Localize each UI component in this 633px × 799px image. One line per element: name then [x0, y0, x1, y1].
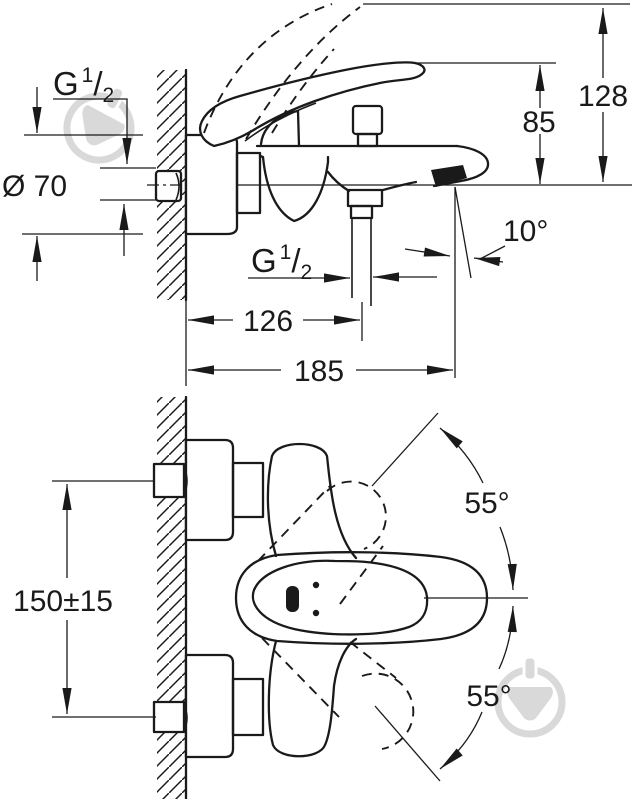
side-view-drawing	[147, 3, 632, 306]
dimension-lines	[22, 3, 630, 782]
watermark-trowel-icon	[63, 85, 135, 164]
spout-angle-dim-label: 10°	[503, 215, 548, 248]
spout-height-dim-label: 85	[522, 106, 555, 139]
overall-height-dim-label: 128	[578, 80, 628, 113]
connection-centers-dim-label: 150±15	[13, 585, 113, 618]
diverter-knob	[351, 104, 384, 136]
front-view-drawing	[152, 438, 489, 759]
handle-rotated-dashed	[257, 480, 415, 750]
watermark-trowel-icon	[494, 655, 566, 738]
lever-handle-raised-dashed	[203, 3, 361, 140]
wall-union-nut-upper	[152, 462, 186, 499]
escutcheon-diameter-label: Ø 70	[2, 170, 67, 203]
shower-outlet-flange	[346, 188, 384, 208]
wall-to-outlet-dim-label: 126	[243, 305, 293, 338]
handle-swing-lower-dim-label: 55°	[466, 680, 511, 713]
overall-depth-dim-label: 185	[294, 355, 344, 388]
wall-union	[154, 169, 183, 203]
handle-logo-mark	[286, 586, 299, 612]
wall-union-nut-lower	[152, 700, 186, 734]
lever-handle-front	[234, 551, 489, 645]
handle-swing-upper-dim-label: 55°	[464, 487, 509, 520]
aerator	[431, 165, 467, 187]
wall-section-bottom	[157, 395, 188, 799]
